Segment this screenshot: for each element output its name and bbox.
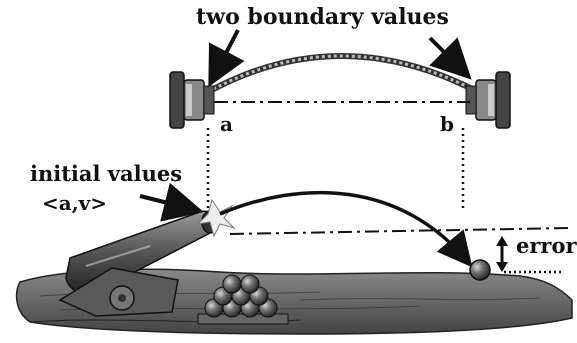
initial-values-tuple: <a,v>: [42, 193, 107, 213]
point-b-label: b: [440, 114, 454, 134]
error-label: error: [516, 235, 577, 256]
arrow-right-boundary: [430, 38, 466, 74]
arrow-left-boundary: [212, 30, 238, 80]
right-anchor-icon: [466, 72, 510, 128]
initial-values-label: initial values: [30, 163, 182, 184]
arrow-initial-values: [140, 196, 196, 210]
boundary-values-label: two boundary values: [196, 6, 449, 28]
left-anchor-icon: [170, 72, 214, 128]
cannonball-icon: [470, 260, 490, 280]
point-a-label: a: [220, 114, 233, 134]
boundary-rope: [208, 56, 478, 92]
trajectory-curve: [220, 193, 468, 262]
